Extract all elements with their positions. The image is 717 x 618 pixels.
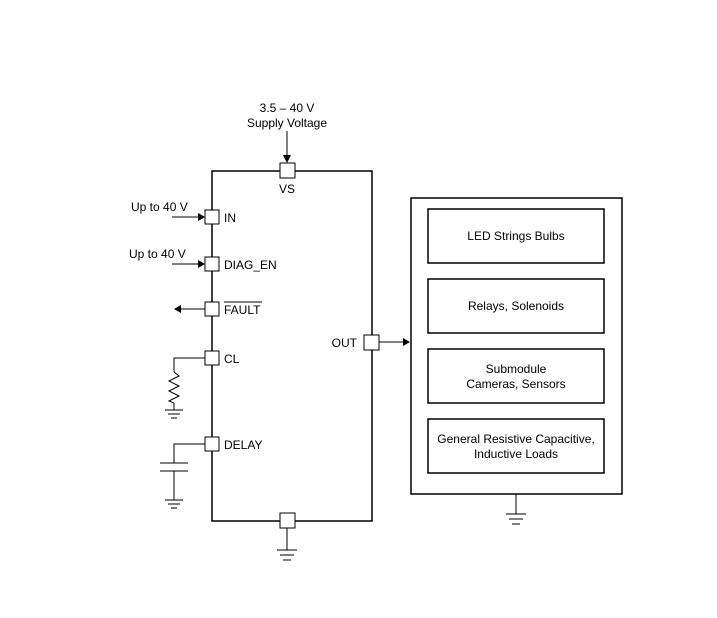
load-box-relays bbox=[427, 278, 605, 334]
capacitor-icon bbox=[160, 462, 188, 472]
load-ground-icon bbox=[506, 513, 526, 525]
in-arrowhead bbox=[198, 213, 205, 221]
cl-pin-label: CL bbox=[224, 352, 240, 366]
vs-pin-label: VS bbox=[279, 182, 295, 196]
load-general-label-line1: General Resistive Capacitive, bbox=[437, 432, 594, 446]
load-submodule-label-line1: Submodule bbox=[486, 362, 547, 376]
cl-pin bbox=[204, 350, 220, 366]
resistor-ground-icon bbox=[165, 409, 183, 419]
load-box-submodule bbox=[427, 348, 605, 404]
resistor-zigzag bbox=[167, 371, 181, 404]
capacitor-ground-icon bbox=[165, 499, 183, 509]
gnd-pin bbox=[279, 512, 296, 529]
load-box-led bbox=[427, 208, 605, 264]
supply-arrowhead bbox=[283, 155, 291, 163]
fault-pin-label: FAULT bbox=[224, 303, 261, 317]
in-input-label: Up to 40 V bbox=[131, 200, 188, 214]
load-submodule-label-line2: Cameras, Sensors bbox=[466, 377, 565, 391]
delay-pin bbox=[204, 436, 220, 452]
supply-voltage-range-label: 3.5 – 40 V bbox=[260, 101, 315, 115]
delay-pin-label: DELAY bbox=[224, 438, 262, 452]
fault-arrowhead bbox=[174, 305, 181, 313]
delay-capacitor-wire bbox=[173, 443, 205, 463]
device-ground-icon bbox=[277, 549, 297, 561]
supply-voltage-label: Supply Voltage bbox=[247, 116, 327, 130]
fault-pin bbox=[204, 301, 220, 317]
in-pin-label: IN bbox=[224, 211, 236, 225]
load-box-general bbox=[427, 418, 605, 474]
diag-en-pin-label: DIAG_EN bbox=[224, 258, 277, 272]
diag-en-pin bbox=[204, 256, 220, 272]
vs-pin bbox=[279, 162, 296, 179]
in-pin bbox=[204, 209, 220, 225]
diag-en-arrowhead bbox=[198, 260, 205, 268]
out-pin-label: OUT bbox=[332, 336, 358, 350]
load-relays-label: Relays, Solenoids bbox=[468, 299, 564, 313]
diag-en-input-label: Up to 40 V bbox=[129, 247, 186, 261]
out-arrowhead bbox=[403, 338, 410, 346]
load-general-label-line2: Inductive Loads bbox=[474, 447, 558, 461]
cl-resistor-wire bbox=[173, 357, 205, 372]
out-pin bbox=[363, 334, 380, 351]
load-led-label: LED Strings Bulbs bbox=[467, 229, 564, 243]
